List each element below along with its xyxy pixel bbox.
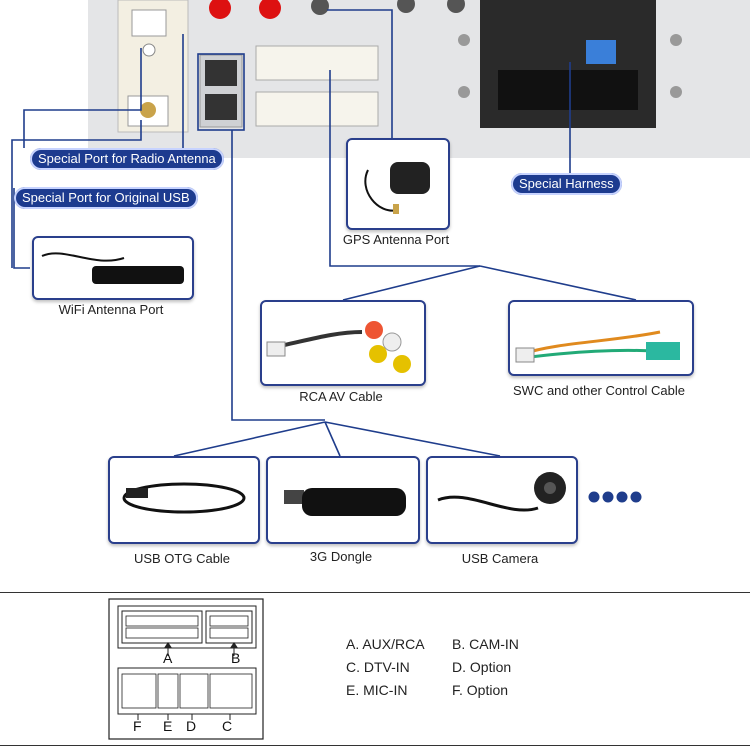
legend-a: A. AUX/RCA: [346, 636, 425, 652]
usb-port-highlight: [197, 53, 245, 131]
av-trunk-line: [329, 70, 480, 267]
wifi-antenna-image: [41, 252, 184, 284]
more-accessories-dots: [588, 491, 642, 503]
original-usb-label: Special Port for Original USB: [14, 187, 198, 209]
rca-branch: [342, 265, 481, 301]
usb-camera-card: [426, 456, 578, 544]
pin-label-a: A: [163, 650, 173, 666]
connection-lines: [11, 9, 637, 457]
pin-label-f: F: [133, 718, 142, 734]
dongle-branch: [324, 421, 341, 457]
pin-label-d: D: [186, 718, 197, 734]
special-harness-label: Special Harness: [511, 173, 622, 195]
gps-antenna-card: [346, 138, 450, 230]
original-usb-line: [13, 188, 30, 269]
gps-line: [327, 9, 393, 138]
usb-camera-image: [437, 472, 566, 512]
swc-cable-image: [515, 330, 680, 363]
dongle-card: [266, 456, 420, 544]
usb-otg-card: [108, 456, 260, 544]
radio-antenna-label: Special Port for Radio Antenna: [30, 148, 224, 170]
dongle-caption: 3G Dongle: [309, 549, 373, 564]
otg-branch: [173, 421, 326, 457]
rca-cable-image: [266, 321, 411, 373]
legend-b: B. CAM-IN: [452, 636, 519, 652]
pin-label-e: E: [163, 718, 173, 734]
back-panel-illustration: [88, 0, 750, 158]
swc-caption: SWC and other Control Cable: [513, 383, 685, 398]
connector-pin-diagram: [108, 598, 264, 740]
camera-branch: [324, 421, 501, 457]
rca-caption: RCA AV Cable: [299, 389, 383, 404]
rca-cable-card: [260, 300, 426, 386]
pin-label-b: B: [231, 650, 241, 666]
radio-antenna-line-left: [23, 48, 142, 148]
swc-branch: [479, 265, 637, 301]
swc-cable-card: [508, 300, 694, 376]
wifi-antenna-card: [32, 236, 194, 300]
usb-branch-line: [231, 130, 325, 421]
wifi-caption: WiFi Antenna Port: [58, 302, 164, 317]
original-usb-line-2: [11, 120, 142, 268]
usb-otg-image: [122, 482, 246, 514]
pin-label-c: C: [222, 718, 233, 734]
legend-e: E. MIC-IN: [346, 682, 408, 698]
usb-otg-caption: USB OTG Cable: [133, 551, 231, 566]
legend-c: C. DTV-IN: [346, 659, 410, 675]
section-divider: [0, 592, 750, 593]
legend-d: D. Option: [452, 659, 512, 675]
dongle-image: [284, 488, 406, 516]
section-divider-bottom: [0, 745, 750, 746]
head-unit-back-panel: [88, 0, 750, 158]
gps-caption: GPS Antenna Port: [342, 232, 450, 247]
legend-f: F. Option: [452, 682, 509, 698]
gps-antenna-image: [364, 162, 430, 214]
usb-camera-caption: USB Camera: [461, 551, 539, 566]
